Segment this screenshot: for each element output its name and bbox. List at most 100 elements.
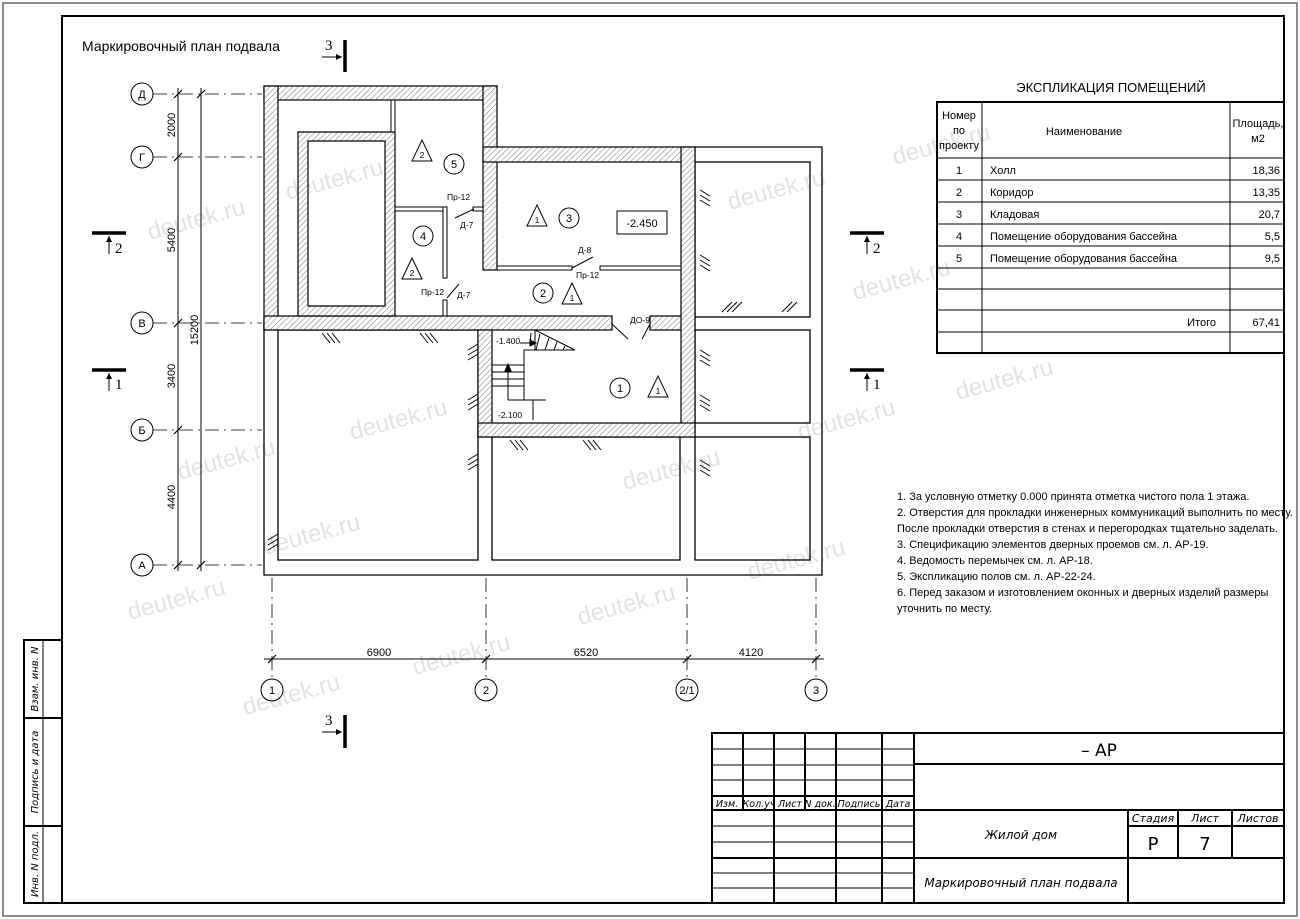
room-markers: 5 4 3 2 1 2 2 1 1 1 bbox=[401, 138, 669, 399]
room-number: 1 bbox=[617, 383, 623, 395]
note: 6. Перед заказом и изготовлением оконных… bbox=[897, 587, 1268, 599]
header-area: Площадь, bbox=[1233, 118, 1284, 130]
inner-frame bbox=[61, 15, 1285, 904]
header-area: м2 bbox=[1251, 133, 1265, 145]
document-code: – АР bbox=[1081, 741, 1117, 761]
section-label: 3 bbox=[325, 713, 333, 729]
note: 3. Спецификацию элементов дверных проемо… bbox=[897, 539, 1209, 551]
axis-label: В bbox=[138, 318, 145, 330]
sheet-title: Маркировочный план подвала bbox=[924, 876, 1117, 890]
axis-label: 1 bbox=[269, 685, 275, 697]
dimension: 6900 bbox=[367, 647, 391, 659]
level-mark: -2.100 bbox=[498, 410, 522, 420]
note: 1. За условную отметку 0.000 принята отм… bbox=[897, 491, 1249, 503]
room-number: 3 bbox=[566, 213, 572, 225]
header-num: проекту bbox=[939, 140, 979, 152]
dimension: 2000 bbox=[166, 113, 178, 137]
room-number: 2 bbox=[540, 288, 546, 300]
floor-type: 1 bbox=[570, 293, 575, 303]
lintel-label: Пр-12 bbox=[421, 287, 444, 297]
floor-type: 1 bbox=[535, 215, 540, 225]
explication-title: ЭКСПЛИКАЦИЯ ПОМЕЩЕНИЙ bbox=[1016, 80, 1205, 95]
floor-type: 2 bbox=[410, 268, 415, 278]
door-label: Д-8 bbox=[578, 245, 592, 255]
cell-name: Кладовая bbox=[990, 209, 1039, 221]
stage-value: Р bbox=[1148, 834, 1159, 855]
table-row: 1 Холл 18,36 bbox=[956, 165, 1280, 177]
tb-header: Кол.уч bbox=[743, 799, 776, 810]
axis-label: Б bbox=[138, 425, 145, 437]
dimension: 4400 bbox=[166, 485, 178, 509]
cell-area: 20,7 bbox=[1259, 209, 1280, 221]
object-name: Жилой дом bbox=[984, 828, 1057, 842]
watermark: deutek.ru bbox=[145, 194, 249, 246]
note: уточнить по месту. bbox=[897, 603, 992, 615]
cell-num: 1 bbox=[956, 165, 962, 177]
lintel-label: Пр-12 bbox=[447, 192, 470, 202]
grid-axes-rows: Д Г В Б А 2000 5400 3400 4400 15200 bbox=[130, 82, 262, 577]
level-mark: -2.450 bbox=[626, 218, 657, 230]
dimension: 5400 bbox=[166, 228, 178, 252]
cell-num: 3 bbox=[956, 209, 962, 221]
header-num: Номер bbox=[942, 110, 976, 122]
stamp-label: Инв. N подл. bbox=[30, 831, 41, 897]
note: 2. Отверстия для прокладки инженерных ко… bbox=[897, 507, 1293, 519]
floor-type: 2 bbox=[420, 150, 425, 160]
watermark: deutek.ru bbox=[410, 629, 514, 681]
cell-area: 18,36 bbox=[1252, 165, 1280, 177]
section-label: 1 bbox=[873, 377, 881, 393]
stamp-label: Взам. инв. N bbox=[30, 646, 41, 711]
side-stamp: Взам. инв. N Подпись и дата Инв. N подл. bbox=[23, 639, 63, 904]
tb-header: N док. bbox=[804, 799, 835, 810]
section-label: 3 bbox=[325, 38, 333, 54]
tb-header: Изм. bbox=[716, 799, 738, 810]
cell-num: 2 bbox=[956, 187, 962, 199]
dimension: 3400 bbox=[166, 364, 178, 388]
tb-header: Дата bbox=[885, 799, 911, 810]
title-block: Изм. Кол.уч Лист N док. Подпись Дата – А… bbox=[711, 732, 1285, 904]
stamp-label: Подпись и дата bbox=[30, 731, 41, 814]
watermark: deutek.ru bbox=[175, 434, 279, 486]
room-number: 4 bbox=[420, 231, 426, 243]
cell-area: 9,5 bbox=[1265, 253, 1280, 265]
header-num: по bbox=[953, 125, 965, 137]
general-notes: 1. За условную отметку 0.000 принята отм… bbox=[897, 491, 1293, 615]
section-label: 2 bbox=[115, 241, 123, 257]
watermark: deutek.ru bbox=[347, 394, 451, 446]
floor-type: 1 bbox=[656, 386, 661, 396]
section-label: 1 bbox=[115, 377, 123, 393]
section-marks: 3 3 2 2 1 1 bbox=[92, 38, 884, 748]
section-label: 2 bbox=[873, 241, 881, 257]
cell-name: Помещение оборудования бассейна bbox=[990, 253, 1178, 265]
header-name: Наименование bbox=[1046, 126, 1122, 138]
cell-name: Холл bbox=[990, 165, 1016, 177]
total-label: Итого bbox=[1187, 317, 1216, 329]
explication-table: ЭКСПЛИКАЦИЯ ПОМЕЩЕНИЙ Номер по проекту Н… bbox=[936, 80, 1285, 354]
tb-header: Лист bbox=[777, 799, 803, 810]
watermark: deutek.ru bbox=[125, 574, 229, 626]
axis-label: 2/1 bbox=[679, 685, 694, 697]
table-row: 3 Кладовая 20,7 bbox=[956, 209, 1280, 221]
cell-area: 5,5 bbox=[1265, 231, 1280, 243]
cell-num: 5 bbox=[956, 253, 962, 265]
door-label: ДО-9 bbox=[630, 315, 650, 325]
note: 4. Ведомость перемычек см. л. АР-18. bbox=[897, 555, 1093, 567]
watermark: deutek.ru bbox=[725, 164, 829, 216]
tb-header: Подпись bbox=[838, 799, 881, 810]
room-number: 5 bbox=[451, 159, 457, 171]
cell-area: 13,35 bbox=[1252, 187, 1280, 199]
axis-label: 3 bbox=[813, 685, 819, 697]
axis-label: Д bbox=[138, 89, 146, 101]
watermark: deutek.ru bbox=[953, 354, 1057, 406]
door-label: Д-7 bbox=[457, 290, 471, 300]
watermark: deutek.ru bbox=[260, 509, 364, 561]
lintel-label: Пр-12 bbox=[576, 270, 599, 280]
total-value: 67,41 bbox=[1252, 317, 1280, 329]
cell-num: 4 bbox=[956, 231, 962, 243]
dimension: 4120 bbox=[739, 647, 763, 659]
sheets-label: Листов bbox=[1236, 812, 1278, 825]
axis-label: 2 bbox=[483, 685, 489, 697]
